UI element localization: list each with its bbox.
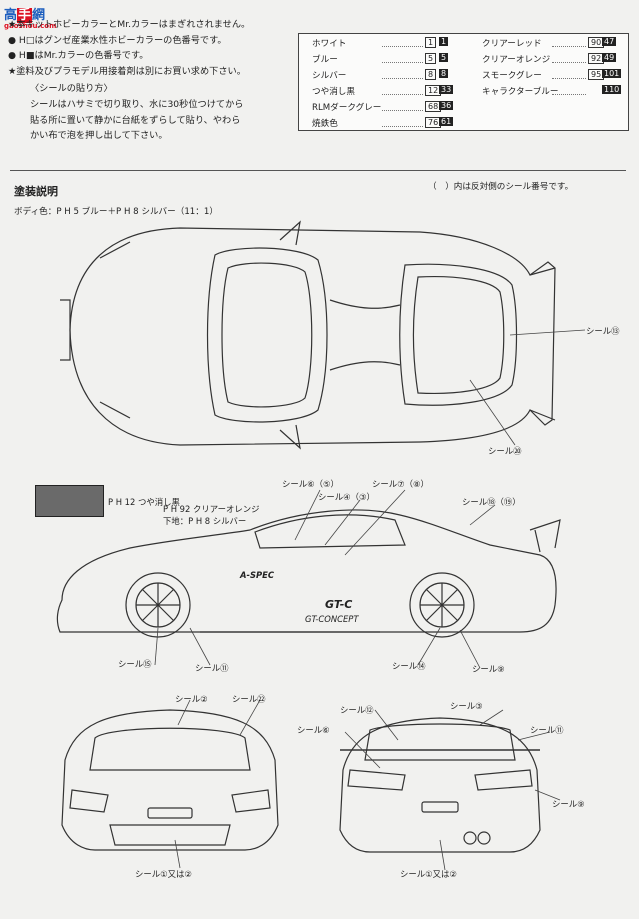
- mr-color-code: 49: [602, 53, 617, 62]
- paint-leader: [382, 62, 423, 63]
- mr-color-code: 36: [439, 101, 454, 110]
- paint-leader: [382, 126, 423, 127]
- seal-label-3-rear: シール③: [450, 701, 483, 711]
- seal-label-6-rear: シール⑥: [297, 725, 330, 735]
- mr-color-code: 33: [439, 85, 454, 94]
- note-line: ● H■はMr.カラーの色番号です。: [8, 50, 149, 62]
- mr-color-code: 110: [602, 85, 622, 94]
- seal-label-1or2-front: シール①又は②: [135, 869, 192, 879]
- watermark-cn-end: 網: [32, 8, 46, 23]
- gt-concept-text: GT-CONCEPT: [305, 614, 359, 624]
- paint-name: RLMダークグレー: [312, 103, 382, 113]
- paint-name: スモークグレー: [482, 71, 542, 81]
- aspec-logo: A-SPEC: [240, 570, 274, 580]
- paint-name: クリアーレッド: [482, 39, 542, 49]
- seal-label-12-rear: シール⑫: [340, 705, 374, 715]
- paint-leader: [382, 94, 423, 95]
- hobby-color-code: 5: [425, 53, 437, 64]
- seal-label-20: シール⑳: [488, 446, 522, 456]
- paint-leader: [552, 46, 586, 47]
- orange-label: P H 92 クリアーオレンジ: [163, 504, 260, 514]
- hobby-color-code: 8: [425, 69, 437, 80]
- hobby-color-code: 1: [425, 37, 437, 48]
- watermark-cn: 高: [4, 8, 18, 23]
- paint-leader: [382, 46, 423, 47]
- seal-label-9-rear: シール⑨: [552, 799, 585, 809]
- gt-c-logo: GT-C: [325, 598, 353, 611]
- watermark-sub: gaoshou.com: [4, 22, 57, 30]
- seal-label-4: シール④（③）: [318, 492, 375, 502]
- mr-color-code: 5: [439, 53, 449, 62]
- painting-section: [10, 170, 626, 906]
- paint-table: [298, 33, 629, 131]
- section-note: （ ）内は反対側のシール番号です。: [428, 182, 574, 192]
- seal-label-2-front: シール②: [175, 694, 208, 704]
- seal-label-7: シール⑦（⑧）: [372, 479, 429, 489]
- paint-leader: [552, 94, 586, 95]
- decal-howto-title: 〈シールの貼り方〉: [30, 83, 113, 95]
- seal-label-22-front: シール㉒: [232, 694, 266, 704]
- paint-name: ホワイト: [312, 39, 347, 49]
- note-line: ● H□はグンゼ産業水性ホビーカラーの色番号です。: [8, 34, 227, 46]
- mr-color-code: 61: [439, 117, 454, 126]
- rear-view-illustration: [339, 717, 541, 853]
- seal-label-18: シール⑱（⑲）: [462, 497, 521, 507]
- paint-leader: [552, 62, 586, 63]
- side-view-illustration: [56, 509, 561, 638]
- seal-label-11-left: シール⑪: [195, 663, 229, 673]
- body-color-spec: ボディ色：P H 5 ブルー＋P H 8 シルバー（11：1）: [14, 207, 218, 217]
- mr-color-code: 8: [439, 69, 449, 78]
- decal-howto-line: シールはハサミで切り取り、水に30秒位つけてから: [30, 98, 244, 110]
- paint-name: シルバー: [312, 71, 347, 81]
- paint-name: クリアーオレンジ: [482, 55, 551, 65]
- decal-howto-line: かい布で泡を押し出して下さい。: [30, 130, 168, 142]
- note-line: ★本キットホビーカラーとMr.カラーはまぎれされません。: [8, 19, 251, 30]
- seal-label-6: シール⑥（⑤）: [282, 479, 339, 489]
- mr-color-code: 101: [602, 69, 622, 78]
- watermark-logo: 高手網: [4, 4, 45, 23]
- section-title: 塗装説明: [14, 185, 58, 198]
- paint-name: キャラクターブルー: [482, 87, 559, 97]
- note-line: ★塗料及びプラモデル用接着剤は別にお買い求め下さい。: [8, 65, 246, 77]
- swatch-label: P H 12 つや消し黒: [108, 497, 180, 507]
- seal-label-15-left: シール⑮: [118, 659, 152, 669]
- decal-howto-line: 貼る所に置いて静かに台紙をずらして貼り、やわら: [30, 114, 241, 126]
- mr-color-code: 47: [602, 37, 617, 46]
- front-view-illustration: [61, 709, 279, 851]
- paint-notes: ★本キットホビーカラーとMr.カラーはまぎれされません。 ● H□はグンゼ産業水…: [8, 17, 250, 144]
- seal-label-13: シール⑬: [586, 326, 620, 336]
- seal-label-11-rear: シール⑪: [530, 725, 564, 735]
- seal-label-9: シール⑨: [472, 664, 505, 674]
- paint-name: ブルー: [312, 55, 338, 65]
- mr-color-code: 1: [439, 37, 449, 46]
- leader-lines: [154, 329, 586, 871]
- matte-black-swatch: [35, 485, 104, 517]
- top-view-illustration: [60, 220, 556, 450]
- paint-leader: [382, 78, 423, 79]
- seal-label-14: シール⑭: [392, 661, 426, 671]
- seal-label-1or2-rear: シール①又は②: [400, 869, 457, 879]
- paint-name: つや消し黒: [312, 87, 355, 97]
- orange-base-label: 下地：P H 8 シルバー: [163, 516, 247, 526]
- paint-name: 焼鉄色: [312, 119, 338, 129]
- watermark-cn-box: 手: [17, 8, 33, 23]
- paint-leader: [382, 110, 423, 111]
- paint-leader: [552, 78, 586, 79]
